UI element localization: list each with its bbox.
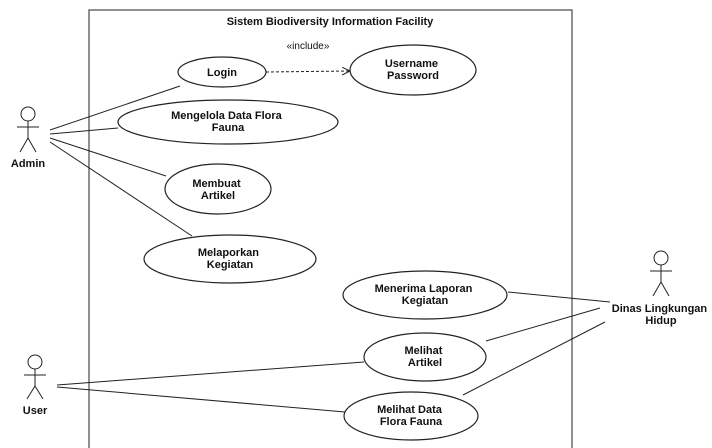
- use-case-lihat-artikel-label-2: Artikel: [408, 357, 442, 369]
- svg-text:Membuat Artikel: Membuat Artikel: [192, 178, 243, 202]
- actor-dinas-label-2: Hidup: [645, 315, 676, 327]
- svg-text:Login: Login: [207, 67, 237, 79]
- svg-text:Dinas Lingkungan Hidup: Dinas Lingkungan Hidup: [612, 303, 710, 327]
- use-case-artikel-label-2: Artikel: [201, 190, 235, 202]
- use-case-melihat-artikel: Melihat Artikel: [363, 332, 487, 382]
- use-case-kelola-label-1: Mengelola Data Flora: [171, 110, 283, 122]
- actor-user-label: User: [23, 405, 48, 417]
- actor-admin: [17, 106, 39, 153]
- svg-text:Mengelola Data Flora Fau: Mengelola Data Flora Fauna: [171, 110, 285, 134]
- use-case-username-label-2: Password: [387, 70, 439, 82]
- assoc-admin-kelola: [49, 127, 119, 135]
- use-case-kelola-label-2: Fauna: [212, 122, 245, 134]
- include-arrow: [265, 71, 350, 72]
- assoc-dinas-terima: [507, 291, 611, 303]
- use-case-username-label-1: Username: [385, 58, 438, 70]
- use-case-lihat-artikel-label-1: Melihat: [405, 345, 443, 357]
- svg-text:Melihat Artikel: Melihat Artikel: [405, 345, 446, 369]
- associations: [49, 85, 611, 413]
- use-case-membuat-artikel: Membuat Artikel: [164, 163, 272, 215]
- use-case-artikel-label-1: Membuat: [192, 178, 241, 190]
- actor-user: [24, 354, 46, 400]
- actor-user-head-icon: [27, 354, 43, 370]
- use-case-lihat-data-label-1: Melihat Data: [377, 404, 443, 416]
- system-title: Sistem Biodiversity Information Facility: [227, 16, 434, 28]
- use-case-login: Login: [177, 56, 267, 88]
- actor-admin-head-icon: [20, 106, 36, 122]
- use-case-lapor-label-1: Melaporkan: [198, 247, 259, 259]
- use-case-username-password: Username Password: [349, 44, 477, 96]
- use-case-lihat-data-label-2: Flora Fauna: [380, 416, 443, 428]
- use-case-menerima-laporan: Menerima Laporan Kegiatan: [342, 270, 508, 320]
- assoc-admin-lapor: [49, 141, 193, 237]
- svg-text:Username Password: Username Password: [385, 58, 441, 82]
- assoc-dinas-lihat-artikel: [485, 307, 601, 342]
- use-case-login-label: Login: [207, 67, 237, 79]
- use-case-melaporkan-kegiatan: Melaporkan Kegiatan: [143, 234, 317, 284]
- assoc-dinas-lihat-data: [462, 321, 606, 396]
- actor-dinas: [650, 250, 672, 297]
- assoc-admin-login: [49, 85, 181, 131]
- actor-dinas-head-icon: [653, 250, 669, 266]
- include-label: «include»: [287, 41, 330, 52]
- actor-dinas-label-1: Dinas Lingkungan: [612, 303, 708, 315]
- svg-text:Melaporkan Kegiatan: Melaporkan Kegiatan: [198, 247, 262, 271]
- svg-text:Menerima Laporan Kegiata: Menerima Laporan Kegiatan: [375, 283, 476, 307]
- use-case-lapor-label-2: Kegiatan: [207, 259, 254, 271]
- actor-admin-label: Admin: [11, 158, 46, 170]
- system-boundary: [88, 9, 573, 448]
- use-case-terima-label-1: Menerima Laporan: [375, 283, 473, 295]
- svg-text:Melihat Data Flora Fauna: Melihat Data Flora Fauna: [377, 404, 445, 428]
- assoc-user-lihat-data: [56, 386, 346, 413]
- use-case-melihat-data: Melihat Data Flora Fauna: [343, 391, 479, 441]
- assoc-admin-artikel: [49, 137, 167, 177]
- assoc-user-lihat-artikel: [56, 361, 365, 386]
- use-case-terima-label-2: Kegiatan: [402, 295, 449, 307]
- use-case-mengelola-data: Mengelola Data Flora Fauna: [117, 99, 339, 145]
